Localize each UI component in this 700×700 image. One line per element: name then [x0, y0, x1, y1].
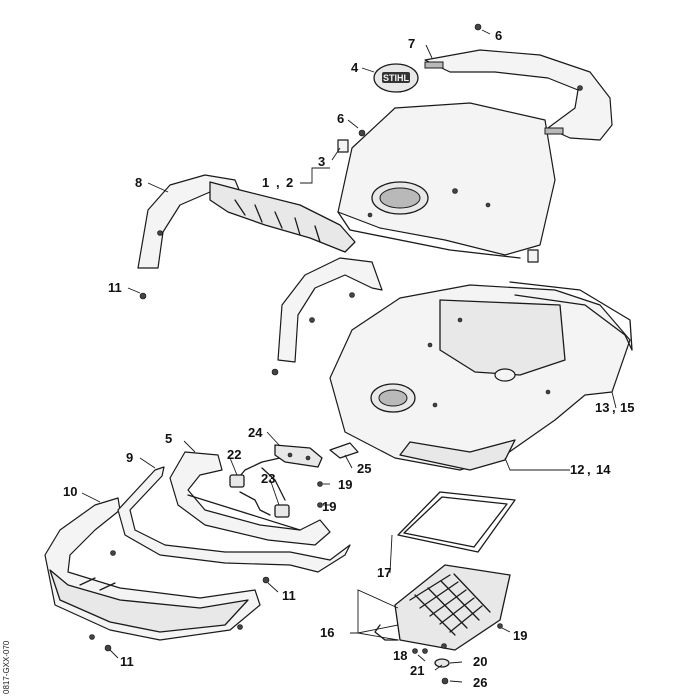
pad-right	[527, 249, 539, 263]
callout-1: 1	[262, 175, 269, 190]
logo-badge: STIHL	[373, 63, 419, 93]
top-cover	[337, 102, 556, 259]
document-code: 0817-GXX-070	[2, 640, 11, 694]
callout-separator: ,	[276, 175, 280, 190]
callout-17: 17	[377, 565, 391, 580]
bumper-strip	[117, 466, 351, 573]
front-bumper	[44, 497, 270, 652]
callout-14: 14	[596, 462, 611, 477]
leader-lines	[81, 44, 617, 683]
callout-11: 11	[120, 654, 134, 669]
washer-20	[434, 658, 450, 668]
callout-3: 3	[318, 154, 325, 169]
callout-6: 6	[337, 111, 344, 126]
right-fender	[271, 257, 383, 376]
callout-12: 12	[570, 462, 584, 477]
callout-20: 20	[473, 654, 487, 669]
seal-17	[397, 491, 516, 553]
callout-19: 19	[513, 628, 527, 643]
chassis-body	[329, 281, 633, 471]
screw-21	[441, 643, 447, 649]
screw-19-b	[317, 502, 323, 508]
callout-24: 24	[248, 425, 263, 440]
callout-25: 25	[357, 461, 371, 476]
logo-text: STIHL	[383, 73, 410, 83]
sensor-23	[274, 504, 290, 518]
screw-18	[412, 648, 428, 654]
cable-harness	[229, 457, 290, 518]
callout-19: 19	[338, 477, 352, 492]
sensor-22	[229, 474, 245, 488]
callout-7: 7	[408, 36, 415, 51]
callout-10: 10	[63, 484, 77, 499]
keypad-grid	[409, 573, 491, 636]
screw-6-top	[474, 23, 491, 35]
callout-15: 15	[620, 400, 634, 415]
control-panel	[374, 564, 511, 651]
bracket-25	[329, 442, 359, 459]
rear-handle	[424, 49, 613, 141]
callout-2: 2	[286, 175, 293, 190]
callout-18: 18	[393, 648, 407, 663]
callout-4: 4	[351, 60, 359, 75]
callout-separator: ,	[587, 462, 591, 477]
screw-6-left	[358, 129, 366, 137]
callout-16: 16	[320, 625, 334, 640]
callout-8: 8	[135, 175, 142, 190]
screw-19-a	[317, 481, 323, 487]
left-fender	[137, 174, 356, 300]
callout-21: 21	[410, 663, 424, 678]
screw-19-c	[497, 623, 503, 629]
callout-labels: 6 7 4 6 3 1 , 2 8 11 13 , 15 5 24 9 22 2…	[63, 28, 634, 690]
mount-bracket-24	[274, 444, 323, 468]
callout-23: 23	[261, 471, 275, 486]
callout-13: 13	[595, 400, 609, 415]
callout-19: 19	[322, 499, 336, 514]
sensor-bar	[169, 451, 331, 546]
pad-3	[337, 139, 349, 153]
callout-11: 11	[282, 588, 296, 603]
callout-5: 5	[165, 431, 172, 446]
callout-22: 22	[227, 447, 241, 462]
callout-9: 9	[126, 450, 133, 465]
screw-26	[441, 677, 449, 685]
callout-separator: ,	[612, 400, 616, 415]
callout-11: 11	[108, 280, 122, 295]
callout-26: 26	[473, 675, 487, 690]
callout-6: 6	[495, 28, 502, 43]
